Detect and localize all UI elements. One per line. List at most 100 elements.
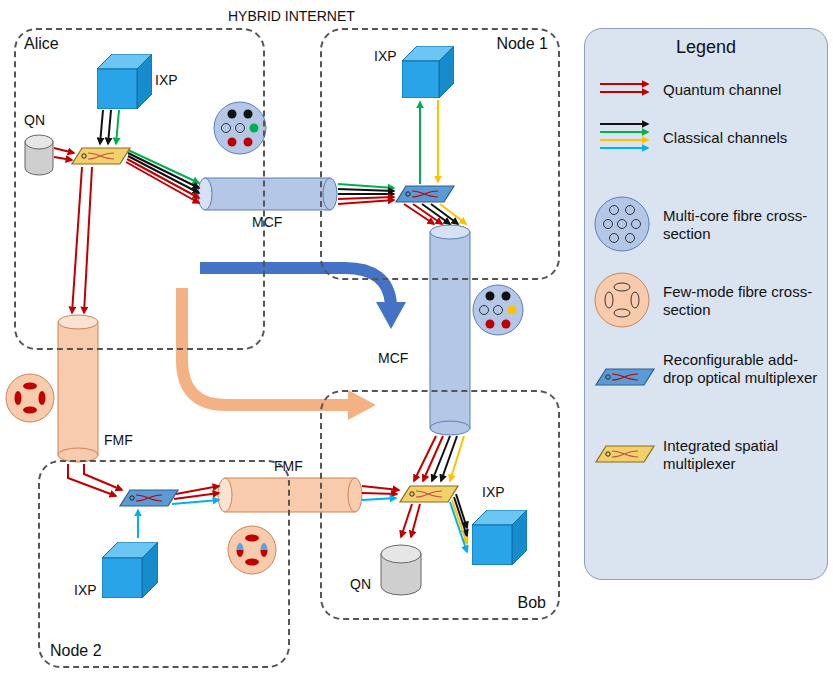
multi-core-fibre bbox=[430, 225, 470, 435]
illustration-ellipse bbox=[614, 309, 630, 317]
illustration-circle bbox=[604, 220, 613, 229]
illustration-line bbox=[600, 147, 648, 149]
route-arrow bbox=[182, 288, 376, 420]
node-label: IXP bbox=[155, 72, 178, 89]
illustration-circle bbox=[236, 124, 245, 133]
illustration-ellipse bbox=[348, 478, 362, 512]
illustration-ellipse bbox=[198, 178, 212, 210]
illustration-line bbox=[338, 189, 394, 191]
illustration-circle bbox=[595, 197, 649, 251]
illustration-line bbox=[450, 436, 464, 481]
fibre-label: FMF bbox=[274, 458, 303, 475]
illustration-line bbox=[600, 91, 648, 93]
fibre-label: MCF bbox=[252, 214, 282, 231]
site-region: Node 2IXP bbox=[38, 460, 290, 668]
illustration-circle bbox=[610, 234, 619, 243]
node-label: QN bbox=[350, 576, 371, 593]
illustration-line bbox=[600, 123, 648, 125]
illustration-circle bbox=[502, 320, 511, 329]
illustration-line bbox=[419, 102, 421, 184]
ixp-cube bbox=[97, 54, 152, 109]
illustration-line bbox=[54, 148, 74, 153]
illustration-line bbox=[176, 486, 219, 494]
illustration-ellipse bbox=[614, 283, 630, 291]
ixp-node: IXP bbox=[472, 484, 528, 568]
illustration-line bbox=[116, 110, 119, 144]
illustration-line bbox=[432, 436, 450, 481]
legend-chip bbox=[596, 446, 654, 462]
illustration-circle bbox=[626, 234, 635, 243]
illustration-ellipse bbox=[15, 391, 22, 405]
illustration-rect bbox=[430, 232, 470, 428]
channel-arrows bbox=[54, 110, 199, 313]
fibre-cross-section bbox=[473, 285, 523, 335]
illustration-rect bbox=[205, 178, 330, 210]
illustration-circle bbox=[228, 526, 276, 574]
route-arrow bbox=[200, 268, 406, 329]
illustration-line bbox=[362, 486, 399, 490]
illustration-ellipse bbox=[58, 315, 98, 329]
illustration-line bbox=[600, 139, 648, 141]
legend-panel bbox=[584, 28, 828, 580]
qn-cylinder bbox=[24, 134, 54, 176]
illustration-ellipse bbox=[430, 421, 470, 435]
illustration-circle bbox=[244, 138, 253, 147]
illustration-ellipse bbox=[218, 478, 232, 512]
node-label: IXP bbox=[74, 582, 97, 599]
illustration-circle bbox=[228, 138, 237, 147]
cube-face bbox=[142, 542, 158, 598]
channel-arrows bbox=[338, 100, 466, 224]
illustration-circle bbox=[473, 285, 523, 335]
illustration-circle bbox=[632, 220, 641, 229]
illustration-circle bbox=[6, 374, 54, 422]
illustration-line bbox=[54, 157, 72, 160]
cube-face bbox=[402, 61, 439, 98]
illustration-circle bbox=[508, 306, 517, 315]
illustration-ellipse bbox=[237, 543, 244, 557]
illustration-circle bbox=[486, 292, 495, 301]
cylinder-part bbox=[381, 545, 421, 563]
add-drop-multiplexer bbox=[396, 186, 454, 202]
illustration-line bbox=[411, 504, 420, 537]
illustration-circle bbox=[626, 206, 635, 215]
illustration-circle bbox=[228, 110, 237, 119]
illustration-line bbox=[441, 436, 457, 481]
illustration-circle bbox=[214, 102, 266, 154]
legend-box: LegendQuantum channelClassical channelsM… bbox=[584, 28, 828, 580]
illustration-rect bbox=[58, 322, 98, 455]
legend-text: Quantum channel bbox=[663, 81, 819, 99]
illustration-circle bbox=[250, 124, 259, 133]
illustration-line bbox=[338, 200, 394, 204]
illustration-line bbox=[450, 502, 467, 552]
illustration-polygon bbox=[348, 390, 376, 420]
illustration-ellipse bbox=[261, 543, 268, 557]
cylinder-part bbox=[25, 135, 53, 149]
illustration-circle bbox=[502, 292, 511, 301]
illustration-line bbox=[100, 110, 103, 144]
site-region: AliceIXPQN bbox=[14, 28, 265, 350]
illustration-line bbox=[452, 500, 467, 544]
illustration-circle bbox=[480, 306, 489, 315]
illustration-line bbox=[362, 493, 397, 494]
node-label: IXP bbox=[374, 48, 397, 65]
illustration-line bbox=[137, 510, 139, 538]
illustration-path bbox=[84, 464, 122, 490]
illustration-circle bbox=[618, 220, 627, 229]
cube-face bbox=[512, 510, 527, 565]
illustration-line bbox=[174, 493, 219, 499]
region-heading: Node 1 bbox=[496, 34, 548, 53]
legend-title: Legend bbox=[585, 37, 827, 59]
illustration-path bbox=[182, 288, 350, 405]
site-region: BobIXPQN bbox=[320, 390, 560, 620]
illustration-line bbox=[401, 504, 412, 537]
illustration-rect bbox=[225, 478, 355, 512]
illustration-line bbox=[127, 159, 199, 198]
ixp-node: IXP bbox=[372, 46, 454, 100]
node-label: QN bbox=[24, 112, 45, 129]
cube-face bbox=[102, 558, 142, 598]
illustration-ellipse bbox=[323, 178, 337, 210]
spatial-multiplexer bbox=[400, 486, 458, 502]
fibre-cross-section bbox=[228, 526, 276, 574]
legend-text: Classical channels bbox=[663, 129, 819, 147]
